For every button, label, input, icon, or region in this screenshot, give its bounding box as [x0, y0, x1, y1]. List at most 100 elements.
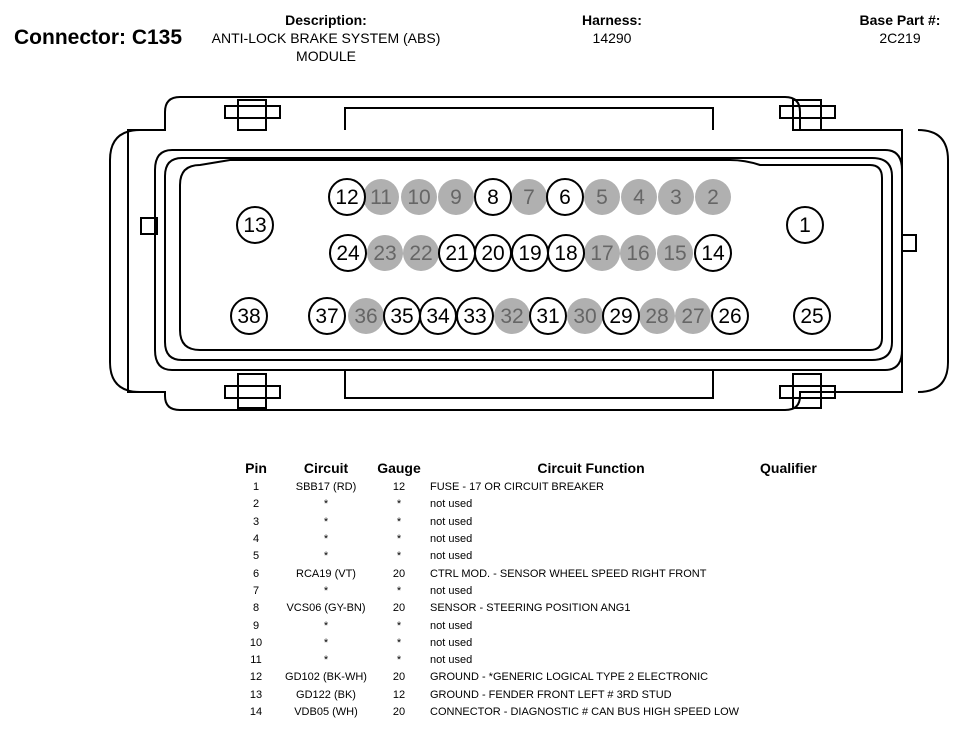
pin-number: 5	[596, 186, 608, 209]
pin-11: 11	[363, 179, 399, 215]
row-gauge: *	[396, 515, 402, 528]
table-row: 4**not used	[236, 531, 840, 548]
row-pin: 9	[252, 619, 260, 632]
pin-circle	[584, 179, 620, 215]
row-circuit: GD122 (BK)	[296, 688, 356, 701]
pin-number: 35	[390, 305, 413, 328]
pin-circle	[328, 178, 366, 216]
row-qualifier	[760, 704, 840, 721]
base-part-block: Base Part #: 2C219	[840, 11, 960, 47]
pin-24: 24	[329, 234, 367, 272]
pin-circle	[695, 179, 731, 215]
pin-circle	[711, 297, 749, 335]
pin-13: 13	[236, 206, 274, 244]
row-circuit: *	[323, 636, 329, 649]
table-row: 7**not used	[236, 583, 840, 600]
pin-number: 7	[523, 186, 535, 209]
row-pin: 14	[249, 706, 263, 718]
row-qualifier	[760, 548, 840, 565]
pin-27: 27	[675, 298, 711, 334]
pin-number: 28	[645, 305, 668, 328]
pin-29: 29	[602, 297, 640, 335]
header-circuit: Circuit	[303, 460, 349, 476]
table-row: 11**not used	[236, 652, 840, 669]
row-qualifier	[760, 479, 840, 496]
pin-35: 35	[383, 297, 421, 335]
pin-circle	[793, 297, 831, 335]
pin-circle	[401, 179, 437, 215]
pin-circle	[567, 298, 603, 334]
pin-number: 26	[718, 305, 741, 328]
row-qualifier	[760, 669, 840, 686]
pin-number: 3	[670, 186, 682, 209]
header-qualifier: Qualifier	[760, 460, 817, 476]
row-gauge: *	[396, 498, 402, 511]
pin-circle	[438, 179, 474, 215]
pin-circle	[329, 234, 367, 272]
row-function: not used	[430, 619, 473, 632]
pin-18: 18	[547, 234, 585, 272]
table-row: 5**not used	[236, 548, 840, 565]
pin-36: 36	[348, 298, 384, 334]
row-function: GROUND - FENDER FRONT LEFT # 3RD STUD	[430, 688, 672, 701]
pin-circle	[657, 235, 693, 271]
pin-33: 33	[456, 297, 494, 335]
pin-number: 19	[518, 242, 541, 265]
pin-number: 36	[354, 305, 377, 328]
row-qualifier	[760, 565, 840, 582]
pin-circle	[584, 235, 620, 271]
row-function: not used	[430, 654, 473, 667]
pin-circle	[621, 179, 657, 215]
row-pin: 8	[252, 602, 260, 615]
pin-6: 6	[546, 178, 584, 216]
pin-circle	[456, 297, 494, 335]
row-function: not used	[430, 515, 473, 528]
pin-9: 9	[438, 179, 474, 215]
pin-12: 12	[328, 178, 366, 216]
pin-30: 30	[567, 298, 603, 334]
row-gauge: 20	[392, 567, 406, 580]
table-row: 10**not used	[236, 635, 840, 652]
pin-table-header: Pin Circuit Gauge Circuit Function Quali…	[236, 459, 840, 479]
pin-circle	[546, 178, 584, 216]
pin-circle	[363, 179, 399, 215]
pin-25: 25	[793, 297, 831, 335]
pin-circle	[494, 298, 530, 334]
pin-circle	[639, 298, 675, 334]
pin-circle	[675, 298, 711, 334]
pin-4: 4	[621, 179, 657, 215]
connector-housing	[109, 96, 949, 411]
row-gauge: 20	[392, 602, 406, 615]
pin-number: 4	[633, 186, 645, 209]
pin-number: 34	[426, 305, 450, 328]
row-circuit: VDB05 (WH)	[294, 706, 358, 718]
row-gauge: 12	[392, 688, 406, 701]
row-pin: 13	[249, 688, 263, 701]
table-row: 3**not used	[236, 514, 840, 531]
pin-number: 12	[335, 186, 358, 209]
pin-number: 30	[573, 305, 596, 328]
connector-title: Connector: C135	[14, 26, 183, 49]
row-function: CONNECTOR - DIAGNOSTIC # CAN BUS HIGH SP…	[430, 706, 740, 718]
row-circuit: *	[323, 515, 329, 528]
header-pin: Pin	[245, 460, 267, 476]
pin-7: 7	[511, 179, 547, 215]
table-row: 2**not used	[236, 496, 840, 513]
pin-5: 5	[584, 179, 620, 215]
base-part-label: Base Part #:	[859, 12, 941, 28]
row-pin: 11	[250, 654, 262, 667]
pin-number: 6	[559, 186, 571, 209]
pin-circle	[367, 235, 403, 271]
pin-number: 21	[445, 242, 468, 265]
row-qualifier	[760, 635, 840, 652]
pin-34: 34	[419, 297, 457, 335]
pin-circle	[511, 179, 547, 215]
row-gauge: *	[396, 619, 402, 632]
harness-value: 14290	[592, 30, 632, 46]
pin-number: 2	[707, 186, 719, 209]
description-block: Description: ANTI-LOCK BRAKE SYSTEM (ABS…	[195, 11, 457, 65]
pin-number: 23	[373, 242, 396, 265]
